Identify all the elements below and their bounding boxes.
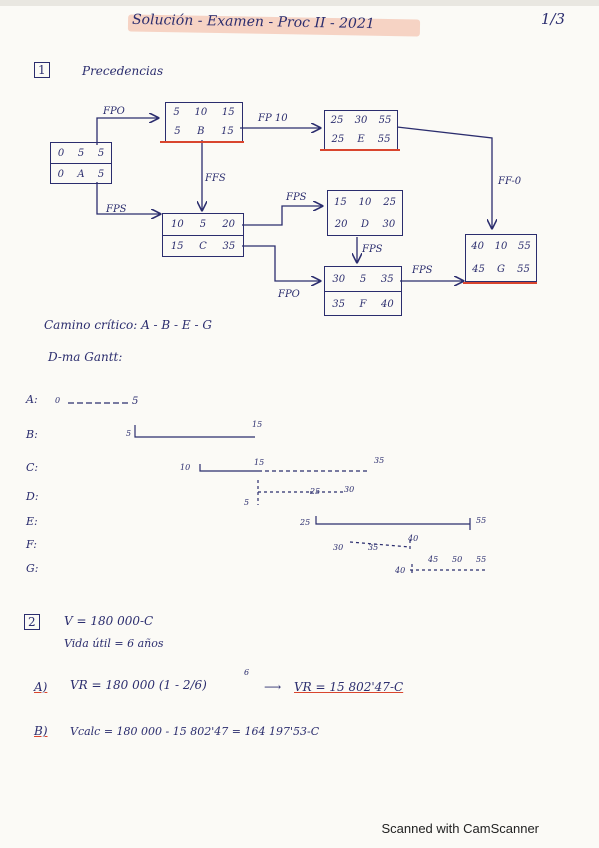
gantt-label-d: D: [26,490,39,503]
section-2-number: 2 [24,614,40,630]
gantt-tick-b-0: 5 [126,429,132,438]
link-label-b-e: FP 10 [258,113,288,124]
link-a-b [96,118,158,145]
part-a-exponent: 6 [244,668,250,677]
gantt-title: D-ma Gantt: [48,350,123,364]
gantt-tick-b-1: 15 [252,420,263,429]
link-label-c-d: FPS [286,192,307,203]
gantt-label-c: C: [26,461,39,474]
section-1-heading: Precedencias [82,64,164,78]
section-2-value: V = 180 000-C [64,614,154,628]
gantt-bar-d [257,480,345,505]
gantt-tick-c-1: 15 [254,458,265,467]
critical-underline-e [320,149,400,151]
gantt-tick-e-0: 25 [300,518,311,527]
gantt-tick-g-1: 45 [428,555,439,564]
scanner-watermark: Scanned with CamScanner [381,821,539,836]
gantt-label-a: A: [26,393,38,406]
part-a-arrow: ⟶ [264,680,282,694]
gantt-label-e: E: [26,515,38,528]
gantt-bar-e [315,516,471,530]
gantt-bar-b [134,425,255,438]
gantt-label-b: B: [26,428,38,441]
link-label-a-c: FPS [106,204,127,215]
scan-edge [0,0,599,6]
gantt-bar-g [410,564,485,576]
link-label-c-f: FPO [278,289,300,300]
gantt-tick-d-2: 30 [344,485,355,494]
part-b-formula: Vcalc = 180 000 - 15 802'47 = 164 197'53… [70,725,320,738]
gantt-tick-a-0: 0 [55,396,61,405]
gantt-tick-c-2: 35 [374,456,385,465]
part-a-result: VR = 15 802'47-C [294,680,404,694]
gantt-label-f: F: [26,538,37,551]
link-label-b-c: FFS [205,173,226,184]
part-a-formula: VR = 180 000 (1 - 2/6) [70,678,207,692]
section-1-number: 1 [34,62,50,78]
gantt-tick-a-1: 5 [132,396,139,407]
critical-underline-g [463,282,537,284]
page-number: 1/3 [540,10,565,28]
gantt-tick-f-0: 30 [333,543,344,552]
gantt-tick-d-0: 5 [244,498,250,507]
section-2-lifetime: Vida útil = 6 años [64,637,164,650]
link-e-g [396,126,492,228]
link-c-d [242,206,322,226]
gantt-bar-c-solid [199,464,258,472]
gantt-tick-e-1: 55 [476,516,487,525]
link-label-d-f: FPS [362,244,383,255]
link-label-f-g: FPS [412,265,433,276]
gantt-tick-g-3: 55 [476,555,487,564]
gantt-tick-f-2: 40 [408,534,419,543]
gantt-tick-g-2: 50 [452,555,463,564]
gantt-tick-g-0: 40 [395,566,406,575]
link-label-e-g: FF-0 [498,176,522,187]
link-label-a-b: FPO [103,106,125,117]
gantt-tick-c-0: 10 [180,463,191,472]
gantt-bar-f [349,540,411,552]
gantt-label-g: G: [26,562,39,575]
critical-path: Camino crítico: A - B - E - G [44,318,212,332]
part-a-label: A) [34,680,48,694]
critical-underline-b [160,141,244,143]
gantt-tick-d-1: 25 [310,487,321,496]
link-c-f [242,245,320,281]
gantt-tick-f-1: 35 [368,543,379,552]
part-b-label: B) [34,724,48,738]
